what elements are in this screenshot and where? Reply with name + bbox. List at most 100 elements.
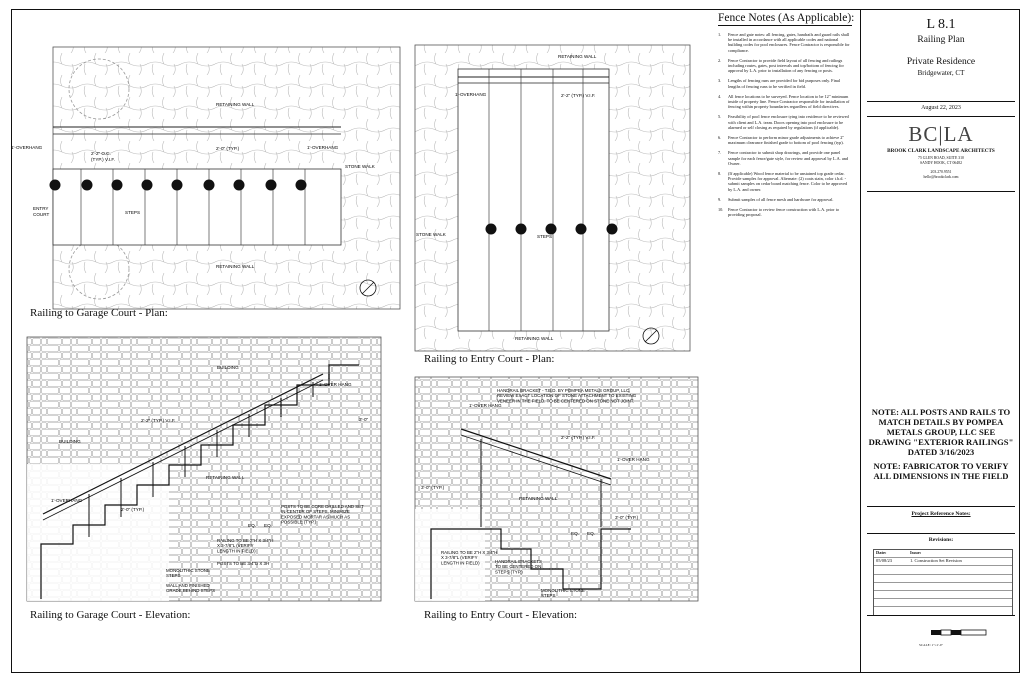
elev-entry-dim-right: 3'-0" (TYP.) [615, 515, 639, 520]
rev-date: 05/08/23 [876, 558, 893, 564]
plan-entry-retaining-wall-top: RETAINING WALL [558, 54, 597, 59]
note-item: 6.Fence Contractor to perform minor grad… [718, 135, 852, 145]
note-item: 1. Fence and gate notes: all fencing, gat… [718, 32, 852, 53]
elev-entry-brackets-note: HANDRAIL BRACKETS TO BE CENTERED ON STEP… [495, 559, 543, 574]
elev-garage-overhang-bottom: 1'-OVERHANG [51, 498, 83, 503]
title-rule [867, 533, 1015, 534]
plan-garage-retaining-wall-top: RETAINING WALL [216, 102, 255, 107]
plan-garage-court: RETAINING WALL RETAINING WALL 1'-OVERHAN… [11, 46, 401, 310]
note-num: 8. [718, 171, 722, 177]
plan-garage-entry-court-1: ENTRY [33, 206, 49, 211]
elev-garage-eq1: EQ. [248, 523, 256, 528]
note-text: All fence locations to be surveyed. Fenc… [728, 93, 850, 110]
firm-address-2: SANDY HOOK, CT 06482 [920, 161, 962, 165]
caption-elev-garage: Railing to Garage Court - Elevation: [30, 609, 191, 621]
title-block: L 8.1 Railing Plan Private Residence Bri… [860, 9, 1021, 673]
rev-issue: 1. Construction Set Revision [910, 558, 962, 564]
plan-garage-retaining-wall-bottom: RETAINING WALL [216, 264, 255, 269]
plan-garage-stone-walk: STONE WALK [345, 164, 376, 169]
caption-plan-entry: Railing to Entry Court - Plan: [424, 353, 555, 365]
caption-plan-garage: Railing to Garage Court - Plan: [30, 307, 168, 319]
elev-entry-typ-vif: 2'-2" (TYP.) V.I.F. [561, 435, 595, 440]
elev-garage-wall-grade: WALL AND FINISHED GRADE BEHIND STEPS [166, 583, 215, 593]
note-text: Fence Contractor to perform minor grade … [728, 135, 845, 146]
revisions-header-row: Date: Issue: [874, 550, 1012, 559]
note-text: Feasibility of pool fence enclosure tyin… [728, 114, 849, 130]
elev-garage-retaining-wall: RETAINING WALL [206, 475, 245, 480]
drawing-area: RETAINING WALL RETAINING WALL 1'-OVERHAN… [11, 44, 699, 602]
plan-entry-steps: STEPS [537, 234, 552, 239]
note-num: 9. [718, 196, 722, 202]
note-item: 5.Feasibility of pool fence enclosure ty… [718, 114, 852, 130]
fence-notes-title: Fence Notes (As Applicable): [718, 12, 855, 26]
drawing-date: August 22, 2023 [921, 105, 961, 111]
plan-entry-stone-walk: STONE WALK [416, 232, 447, 237]
rev-header-date: Date: [876, 550, 887, 555]
note-text: Fence and gate notes: all fencing, gates… [728, 32, 850, 53]
elev-entry-bracket-note: HANDRAIL BRACKET - T.B.D. BY POMPEA META… [497, 388, 637, 403]
title-rule [867, 101, 1015, 102]
elev-garage-building-left: BUILDING [59, 439, 81, 444]
elev-garage-dim-30: 3'-0" [359, 417, 369, 422]
plan-entry-typ: 2'-2" (TYP.) V.I.F. [561, 93, 595, 98]
elev-garage-monolithic: MONOLITHIC STONE STEPS [166, 568, 211, 578]
plan-garage-entry-court-2: COURT [33, 212, 49, 217]
note-text: Fence contractor to submit shop drawings… [728, 150, 849, 166]
note-item: 10. Fence Contractor to review fence cons… [718, 207, 852, 217]
plan-garage-oc: 2'-2" O.C. [91, 151, 111, 156]
note-text: Fence Contractor to review fence constru… [728, 207, 840, 218]
elev-entry-retaining-wall: RETAINING WALL [519, 496, 558, 501]
note-text: Submit samples of all fence mesh and har… [728, 196, 834, 202]
title-rule [867, 191, 1015, 192]
elev-garage-typ: 2'-0" (TYP.) [121, 507, 145, 512]
fence-notes: Fence Notes (As Applicable): 1. Fence and… [718, 12, 855, 222]
elev-garage-posts-note: POSTS TO BE CORE DRILLED AND SET IN CENT… [281, 504, 365, 525]
note-item: 3.Lengths of fencing runs are provided f… [718, 78, 852, 88]
scale-bar-icon [931, 629, 987, 636]
elev-garage-overhang-top: 1'-OVER HANG [319, 382, 352, 387]
elev-entry-overhang-right: 1'-OVER HANG [617, 457, 650, 462]
elev-garage-court: BUILDING BUILDING RETAINING WALL 1'-OVER… [26, 336, 382, 602]
elev-entry-railing-note: RAILING TO BE 2"H X 3/4"H X 3-7/8"L (VER… [441, 550, 499, 565]
plan-garage-typ: 2'-0" (TYP.) [216, 146, 240, 151]
rev-header-issue: Issue: [910, 550, 922, 555]
revisions-title: Revisions: [928, 537, 954, 543]
revision-row-empty [874, 575, 1012, 583]
plan-garage-oc2: (TYP.) V.I.F. [91, 157, 115, 162]
plan-entry-court: RETAINING WALL RETAINING WALL 1'-OVERHAN… [414, 44, 691, 352]
revision-row-empty [874, 591, 1012, 600]
elev-garage-building-top: BUILDING [217, 365, 239, 370]
elev-entry-monolithic: MONOLITHIC STONE STEPS [541, 588, 586, 598]
title-rule [867, 116, 1015, 117]
plan-garage-overhang-left: 1'-OVERHANG [11, 145, 43, 150]
elev-entry-eq2: EQ. [587, 531, 595, 536]
note-text: (If applicable) Wood fence material to b… [728, 171, 848, 192]
note-num: 10. [718, 207, 724, 213]
elev-entry-overhang-top: 1'-OVER HANG [469, 403, 502, 408]
elev-entry-eq1: EQ. [571, 531, 579, 536]
note-num: 7. [718, 150, 722, 156]
revision-row-empty [874, 583, 1012, 591]
elev-garage-eq2: EQ. [264, 523, 272, 528]
scale-label: SCALE: 1"=1'-0" [918, 643, 944, 647]
plan-garage-steps: STEPS [125, 210, 140, 215]
project-location: Bridgewater, CT [917, 69, 965, 77]
note-num: 1. [718, 32, 722, 37]
firm-email: hello@brookclark.com [923, 175, 959, 179]
elev-entry-dim-left: 3'-0" (TYP.) [421, 485, 445, 490]
revision-row: 05/08/23 1. Construction Set Revision [874, 558, 1012, 567]
firm-logo: BC|LA [908, 122, 974, 146]
revision-row-empty [874, 599, 1012, 608]
plan-garage-overhang-right: 1'-OVERHANG [307, 145, 339, 150]
elev-garage-typ-vif: 2'-2" (TYP.) V.I.F. [141, 418, 175, 423]
note-fabricator: NOTE: FABRICATOR TO VERIFY ALL DIMENSION… [873, 461, 1009, 481]
note-item: 2.Fence Contractor to provide field layo… [718, 58, 852, 74]
caption-elev-entry: Railing to Entry Court - Elevation: [424, 609, 578, 621]
firm-phone: 203.270.9551 [930, 170, 952, 174]
sheet-title: Railing Plan [917, 35, 965, 45]
note-item: 8. (If applicable) Wood fence material to… [718, 171, 852, 192]
elev-garage-posts-size: POSTS TO BE 3/4"D X 3H [217, 561, 269, 566]
elev-garage-railing-note: RAILING TO BE 2"H X 3/4"H X 3-7/8"L (VER… [217, 538, 275, 553]
revision-row-empty [874, 566, 1012, 575]
note-item: 7. Fence contractor to submit shop drawin… [718, 150, 852, 166]
